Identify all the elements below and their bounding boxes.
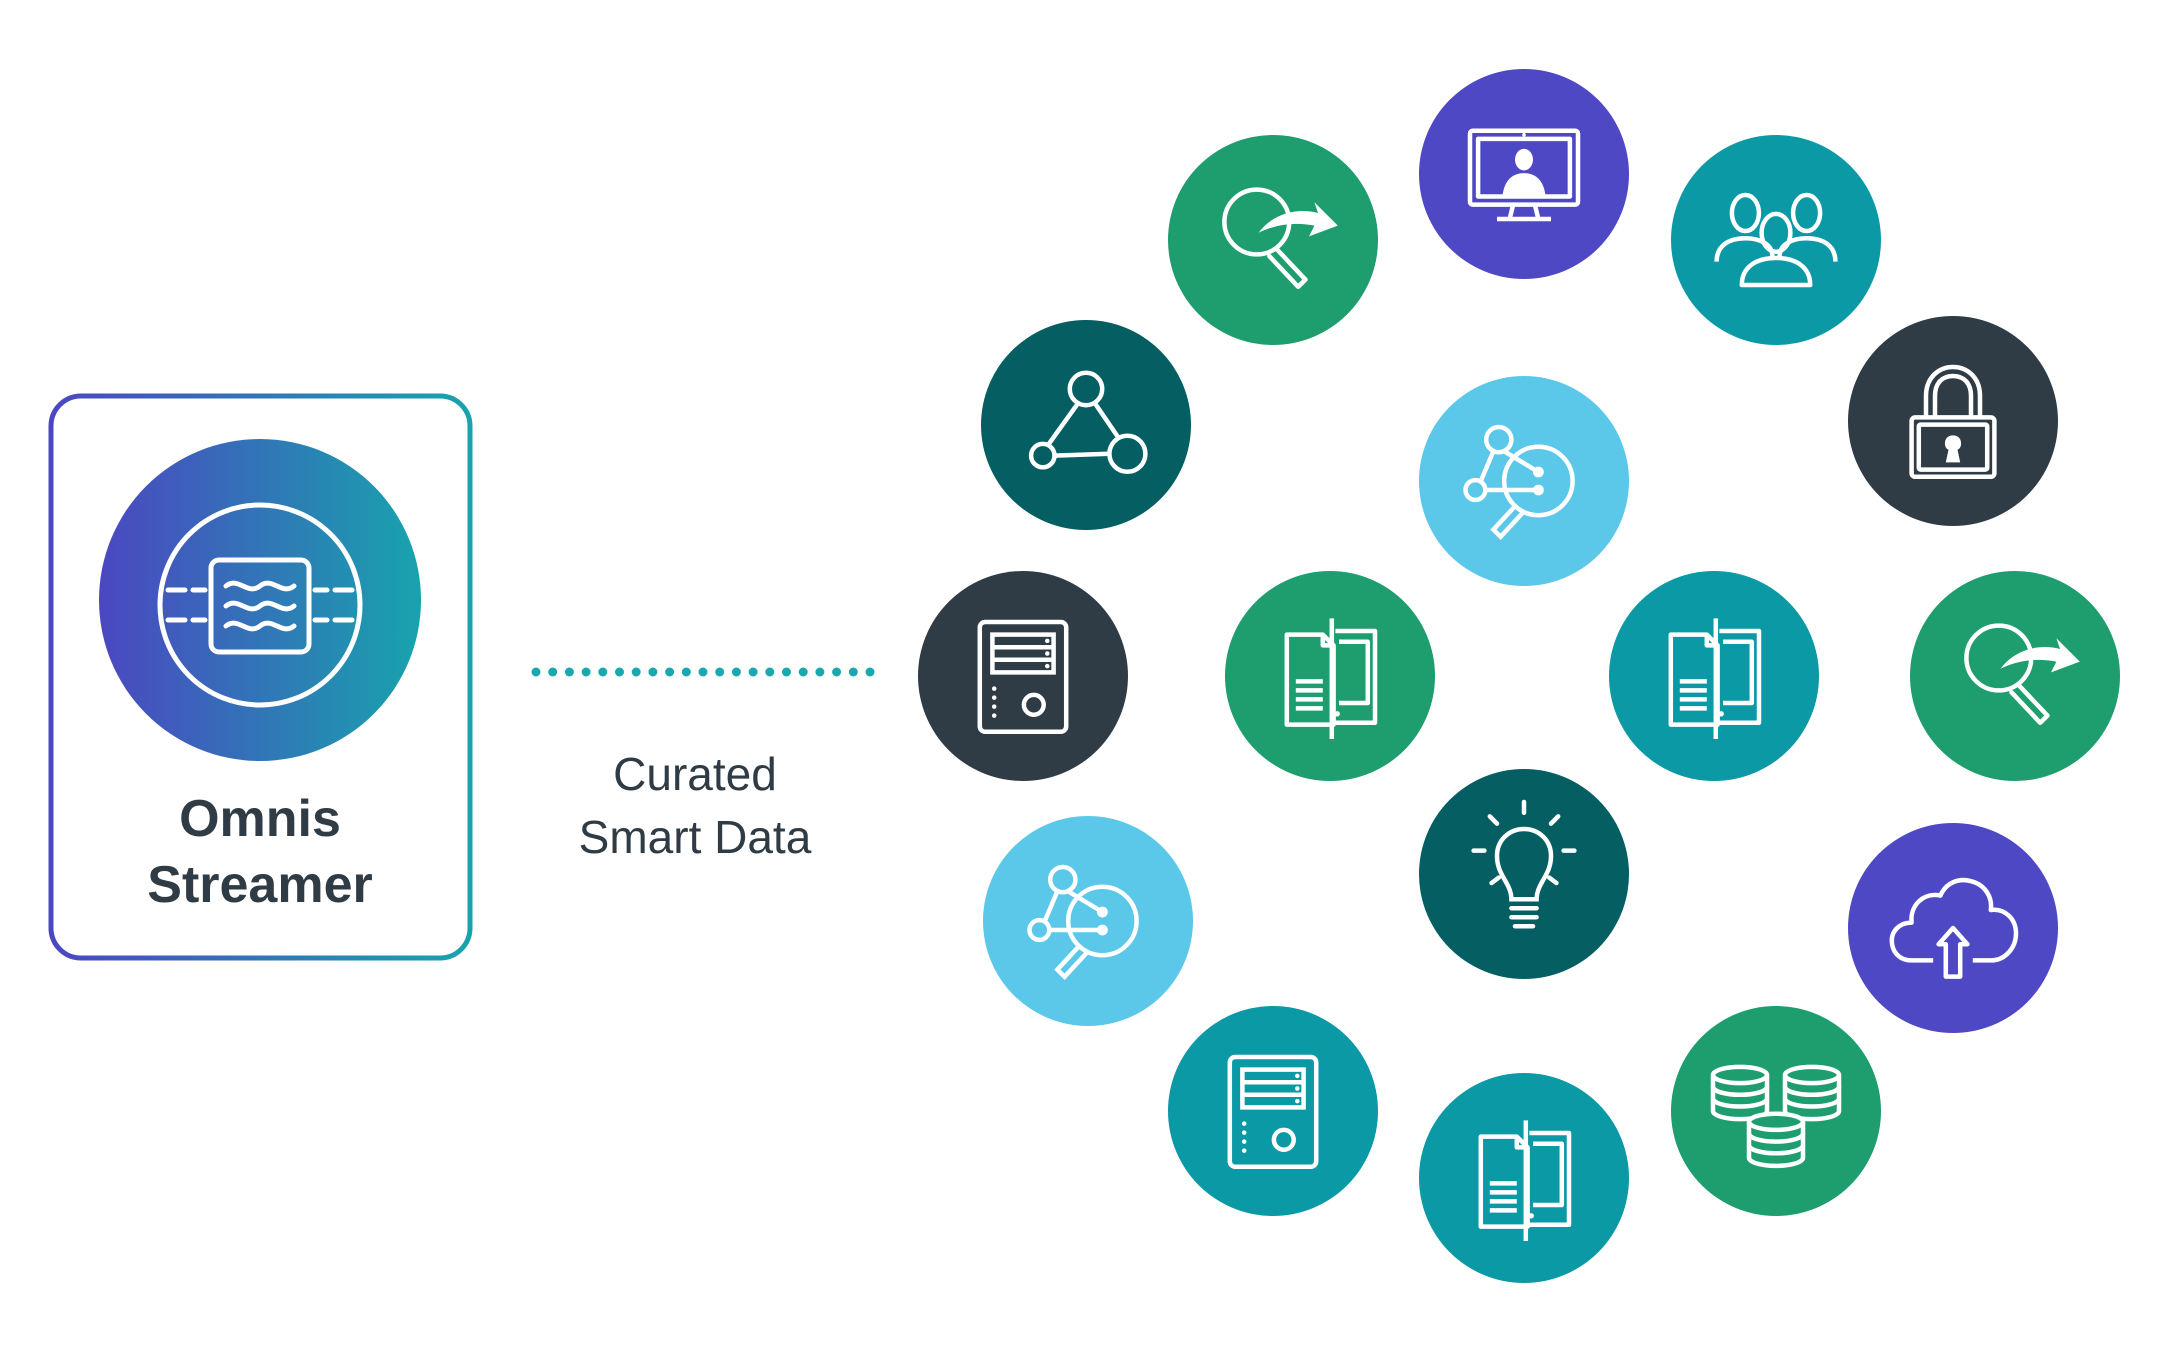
- data-node: [1168, 1006, 1378, 1216]
- node-circle: [1848, 316, 2058, 526]
- omnis-streamer-panel: Omnis Streamer: [48, 393, 473, 961]
- connector-dot: [698, 667, 708, 677]
- connector-dot: [531, 667, 541, 677]
- data-node: [1671, 1006, 1881, 1216]
- node-circle: [1168, 135, 1378, 345]
- data-node: [1848, 823, 2058, 1033]
- streamer-title-line1: Omnis: [179, 790, 341, 848]
- node-circle: [1671, 135, 1881, 345]
- connector-dot: [715, 667, 725, 677]
- connector-dot: [798, 667, 808, 677]
- connector-dot: [832, 667, 842, 677]
- data-node: [1910, 571, 2120, 781]
- data-node: [1419, 376, 1629, 586]
- streamer-title-line2: Streamer: [147, 856, 372, 914]
- streamer-filter-icon: [157, 502, 363, 708]
- data-node-cluster: [918, 69, 2120, 1283]
- node-circle: [1419, 769, 1629, 979]
- node-circle: [1910, 571, 2120, 781]
- connector-dot: [598, 667, 608, 677]
- node-circle: [1671, 1006, 1881, 1216]
- connector-dot: [665, 667, 675, 677]
- data-node: [981, 320, 1191, 530]
- connector-dot: [848, 667, 858, 677]
- data-node: [1419, 69, 1629, 279]
- connector-dot: [564, 667, 574, 677]
- data-node: [1419, 1073, 1629, 1283]
- connector-dot: [615, 667, 624, 677]
- connector-dot: [648, 667, 658, 677]
- data-node: [1168, 135, 1378, 345]
- connector-dot: [765, 667, 775, 677]
- connector-label-line1: Curated: [613, 748, 777, 800]
- node-circle: [981, 320, 1191, 530]
- data-node: [1671, 135, 1881, 345]
- connector-dot: [731, 667, 741, 677]
- node-circle: [918, 571, 1128, 781]
- connector-dot: [631, 667, 641, 677]
- data-node: [1225, 571, 1435, 781]
- data-node: [1848, 316, 2058, 526]
- connector-dot: [581, 667, 591, 677]
- connector-dot: [782, 667, 791, 677]
- data-node: [983, 816, 1193, 1026]
- node-circle: [1419, 376, 1629, 586]
- dotted-connector: [531, 667, 875, 677]
- data-node: [1419, 769, 1629, 979]
- connector-dot: [865, 667, 875, 677]
- connector-dot: [748, 667, 758, 677]
- data-node: [1609, 571, 1819, 781]
- node-circle: [1168, 1006, 1378, 1216]
- connector-dot: [815, 667, 825, 677]
- streamer-disc: [99, 439, 421, 761]
- connector-dot: [548, 667, 558, 677]
- data-node: [918, 571, 1128, 781]
- connector-dot: [681, 667, 691, 677]
- node-circle: [983, 816, 1193, 1026]
- connector-label-line2: Smart Data: [579, 811, 812, 863]
